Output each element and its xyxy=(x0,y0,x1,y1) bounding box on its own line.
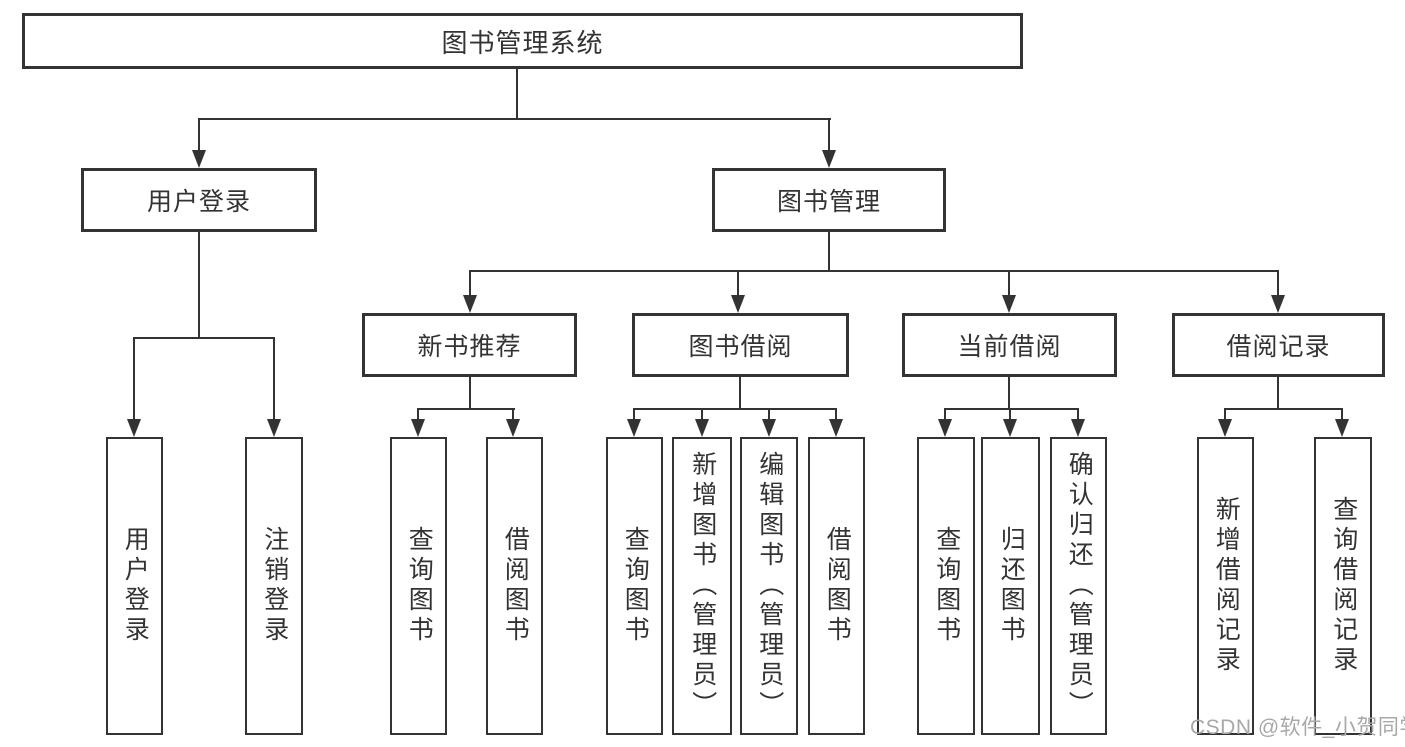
leaf-return-books-label: 归还图书 xyxy=(997,526,1026,646)
arrowhead xyxy=(267,419,281,437)
arrowhead xyxy=(127,419,141,437)
node-new-book-recommend: 新书推荐 xyxy=(362,313,577,377)
leaf-add-books-admin-label: 新增图书（管理员） xyxy=(688,451,717,721)
leaf-edit-books-admin: 编辑图书（管理员） xyxy=(740,437,798,735)
leaf-query-books-2: 查询图书 xyxy=(606,437,663,735)
arrowhead xyxy=(1071,419,1085,437)
connector xyxy=(944,408,1079,410)
arrowhead xyxy=(1218,419,1232,437)
connector xyxy=(737,270,739,297)
leaf-query-books-2-label: 查询图书 xyxy=(621,526,650,646)
arrowhead xyxy=(411,419,425,437)
connector xyxy=(1277,377,1279,409)
leaf-query-books-1-label: 查询图书 xyxy=(405,526,434,646)
connector xyxy=(1224,408,1343,410)
connector xyxy=(1341,408,1343,421)
node-borrow-records: 借阅记录 xyxy=(1172,313,1385,377)
connector xyxy=(133,337,275,339)
leaf-query-books-3-label: 查询图书 xyxy=(932,526,961,646)
leaf-user-login: 用户登录 xyxy=(106,437,163,735)
leaf-user-login-label: 用户登录 xyxy=(121,526,150,646)
leaf-return-books: 归还图书 xyxy=(981,437,1040,735)
arrowhead xyxy=(695,419,709,437)
node-current-borrow-label: 当前借阅 xyxy=(957,333,1062,361)
connector xyxy=(516,69,518,118)
connector xyxy=(273,337,275,420)
connector xyxy=(633,408,837,410)
connector xyxy=(701,408,703,421)
arrowhead xyxy=(1003,419,1017,437)
connector xyxy=(512,408,514,421)
leaf-query-books-1: 查询图书 xyxy=(390,437,447,735)
connector xyxy=(469,270,471,297)
connector xyxy=(828,118,830,152)
leaf-add-borrow-record: 新增借阅记录 xyxy=(1197,437,1254,735)
node-book-borrow: 图书借阅 xyxy=(632,313,849,377)
arrowhead xyxy=(192,150,206,168)
arrowhead xyxy=(506,419,520,437)
node-user-login: 用户登录 xyxy=(81,168,317,232)
leaf-confirm-return-admin: 确认归还（管理员） xyxy=(1050,437,1107,735)
connector xyxy=(469,270,1279,272)
leaf-borrow-books-2-label: 借阅图书 xyxy=(823,526,852,646)
leaf-confirm-return-admin-label: 确认归还（管理员） xyxy=(1065,451,1094,721)
node-book-borrow-label: 图书借阅 xyxy=(688,333,793,361)
connector xyxy=(1277,270,1279,297)
connector xyxy=(1008,377,1010,409)
connector xyxy=(944,408,946,421)
connector xyxy=(133,337,135,420)
connector xyxy=(1077,408,1079,421)
arrowhead xyxy=(762,419,776,437)
node-book-management: 图书管理 xyxy=(712,168,946,232)
node-current-borrow: 当前借阅 xyxy=(902,313,1117,377)
arrowhead xyxy=(829,419,843,437)
connector xyxy=(768,408,770,421)
arrowhead xyxy=(1271,295,1285,313)
leaf-borrow-books-1: 借阅图书 xyxy=(486,437,543,735)
connector xyxy=(835,408,837,421)
connector xyxy=(417,408,515,410)
node-root: 图书管理系统 xyxy=(22,13,1023,69)
connector xyxy=(417,408,419,421)
connector xyxy=(1009,408,1011,421)
connector xyxy=(198,118,831,120)
node-new-book-recommend-label: 新书推荐 xyxy=(417,333,522,361)
leaf-add-borrow-record-label: 新增借阅记录 xyxy=(1212,496,1241,676)
leaf-logout-label: 注销登录 xyxy=(260,526,289,646)
node-borrow-records-label: 借阅记录 xyxy=(1226,333,1331,361)
arrowhead xyxy=(731,295,745,313)
node-user-login-label: 用户登录 xyxy=(146,188,251,216)
connector xyxy=(1008,270,1010,297)
connector xyxy=(633,408,635,421)
leaf-edit-books-admin-label: 编辑图书（管理员） xyxy=(755,451,784,721)
connector xyxy=(198,118,200,152)
connector xyxy=(1224,408,1226,421)
leaf-borrow-books-1-label: 借阅图书 xyxy=(501,526,530,646)
arrowhead xyxy=(1002,295,1016,313)
arrowhead xyxy=(938,419,952,437)
arrowhead xyxy=(822,150,836,168)
leaf-query-books-3: 查询图书 xyxy=(917,437,975,735)
node-root-label: 图书管理系统 xyxy=(441,27,604,58)
leaf-query-borrow-record: 查询借阅记录 xyxy=(1314,437,1372,735)
arrowhead xyxy=(463,295,477,313)
arrowhead xyxy=(627,419,641,437)
node-book-management-label: 图书管理 xyxy=(776,188,881,216)
arrowhead xyxy=(1335,419,1349,437)
connector xyxy=(469,377,471,409)
leaf-logout: 注销登录 xyxy=(245,437,303,735)
leaf-query-borrow-record-label: 查询借阅记录 xyxy=(1329,496,1358,676)
connector xyxy=(739,377,741,409)
leaf-add-books-admin: 新增图书（管理员） xyxy=(672,437,732,735)
leaf-borrow-books-2: 借阅图书 xyxy=(808,437,865,735)
connector xyxy=(828,232,830,272)
watermark: CSDN @软件_小贺同学 xyxy=(1190,716,1405,739)
connector xyxy=(198,232,200,338)
